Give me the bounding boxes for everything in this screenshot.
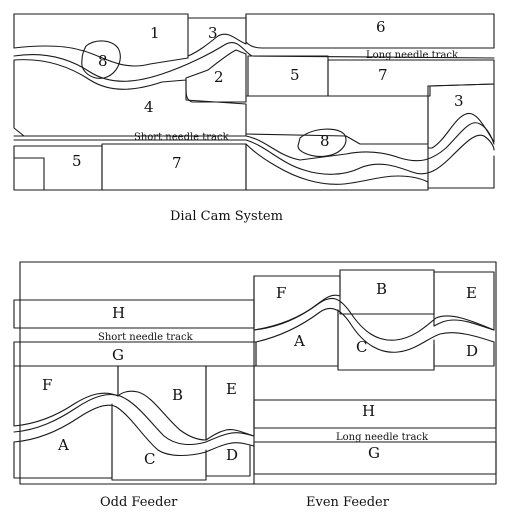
even-feeder-caption: Even Feeder [306,495,390,510]
cam-label-6: 6 [376,18,386,36]
cam-g-upper-outline [13,341,257,367]
cam-d-lower-outline [205,445,251,477]
cam-label-d-lower: D [226,446,238,464]
short-track-lower-curve [255,308,495,353]
long-track-lower-edge [13,42,495,82]
cam-5-upper-outline [247,55,329,97]
cam-e-lower-outline [205,365,255,441]
cam-d-upper-outline [433,339,495,367]
cam-label-g-upper: G [112,346,124,364]
dial-cam-system: 1 3 6 8 2 5 7 4 3 8 5 7 Long needle trac… [13,13,495,224]
cam-label-7-upper: 7 [378,66,388,84]
cam-label-f-upper: F [276,284,286,302]
cam-label-2: 2 [214,68,224,86]
cam-label-g-lower: G [368,444,380,462]
cam-label-8-lower: 8 [320,132,330,150]
cam-label-4: 4 [144,98,154,116]
cam-1-outline [13,13,189,67]
cam-b-lower-outline [117,365,207,441]
cam-e-upper-outline [433,271,495,331]
long-needle-track-label-bottom: Long needle track [336,432,429,443]
short-needle-track-label-top: Short needle track [134,132,230,143]
cam-6-outline [245,13,495,49]
long-needle-track-label-top: Long needle track [366,50,459,61]
cam-8-lower-outline [297,128,347,157]
long-track-upper-curve [13,393,255,446]
cam-5-lower-outline [13,145,103,191]
dial-cam-caption: Dial Cam System [170,209,283,224]
cam-8-upper-outline [81,40,121,79]
cam-label-d-upper: D [466,342,478,360]
cam-label-h-lower: H [362,402,375,420]
cam-label-b-upper: B [376,280,387,298]
cam-label-8-upper: 8 [98,52,108,70]
short-track-upper-curve [253,297,495,341]
short-needle-track-label-bottom: Short needle track [98,332,194,343]
cam-7-upper-outline [327,59,495,97]
cam-label-a-upper: A [293,332,305,350]
cam-label-e-lower: E [226,380,237,398]
cam-label-5-upper: 5 [290,66,300,84]
cam-label-f-lower: F [42,376,52,394]
cam-label-e-upper: E [466,284,477,302]
lower-right-block [427,145,495,189]
short-track-upper-edge [13,122,495,162]
cam-label-b-lower: B [172,386,183,404]
cam-f-upper-outline [253,275,341,331]
cam-label-3-upper: 3 [208,24,218,42]
feeder-outer-frame [19,261,497,485]
middle-band-outline [245,95,429,145]
cam-label-c-upper: C [356,338,367,356]
lower-right-band [245,143,429,191]
cam-h-upper-outline [13,299,255,329]
cam-label-7-lower: 7 [172,154,182,172]
cam-4-outline [13,59,247,137]
cam-label-3-right: 3 [454,92,464,110]
cam-label-a-lower: A [57,436,69,454]
cam-label-1: 1 [150,24,160,42]
feeder-system: H G F B E A C D F B E H A C D G Short ne… [13,261,497,510]
long-track-lower-curve [13,404,255,457]
short-track-lower-edge [13,134,495,175]
odd-feeder-caption: Odd Feeder [100,495,178,510]
cam-label-h-upper: H [112,304,125,322]
cam-3-upper-outline [187,17,247,57]
cam-label-c-lower: C [144,450,155,468]
cam-label-5-lower: 5 [72,152,82,170]
